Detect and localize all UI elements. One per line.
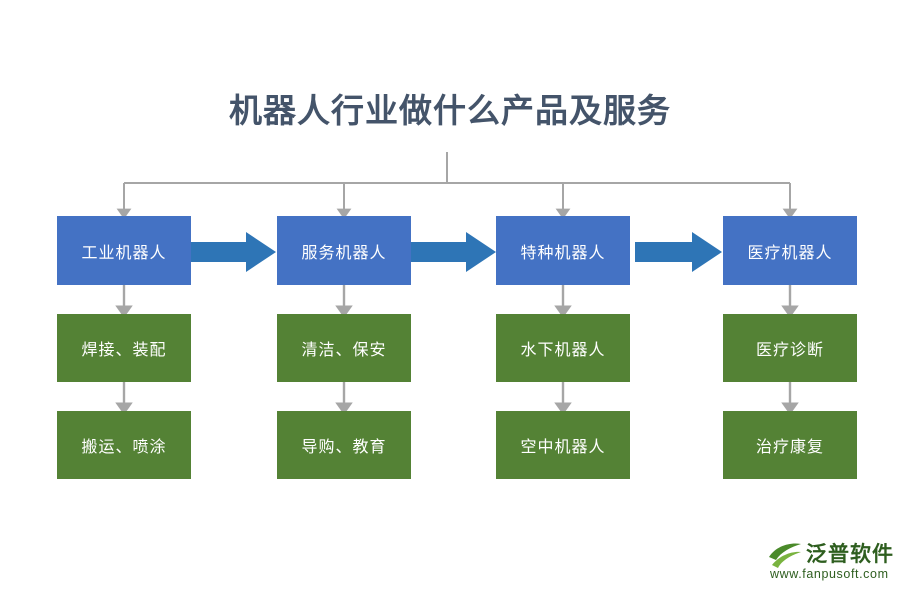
node-item-2-1[interactable]: 清洁、保安 <box>277 314 411 382</box>
vertical-arrows <box>115 285 799 415</box>
node-item-2-1-label: 清洁、保安 <box>301 342 387 359</box>
node-item-2-2-label: 导购、教育 <box>301 439 387 456</box>
node-item-2-2[interactable]: 导购、教育 <box>277 411 411 479</box>
node-head-2[interactable]: 服务机器人 <box>277 216 411 285</box>
node-item-1-2[interactable]: 搬运、喷涂 <box>57 411 191 479</box>
node-item-3-1[interactable]: 水下机器人 <box>496 314 630 382</box>
horizontal-block-arrows <box>189 232 722 272</box>
node-item-4-1[interactable]: 医疗诊断 <box>723 314 857 382</box>
node-head-1[interactable]: 工业机器人 <box>57 216 191 285</box>
node-item-1-1[interactable]: 焊接、装配 <box>57 314 191 382</box>
node-head-3[interactable]: 特种机器人 <box>496 216 630 285</box>
node-item-3-1-label: 水下机器人 <box>520 342 606 359</box>
node-head-1-label: 工业机器人 <box>81 244 167 262</box>
node-head-2-label: 服务机器人 <box>301 244 387 262</box>
node-head-4-label: 医疗机器人 <box>747 244 833 262</box>
node-head-4[interactable]: 医疗机器人 <box>723 216 857 285</box>
node-item-4-1-label: 医疗诊断 <box>755 342 824 359</box>
node-item-1-1-label: 焊接、装配 <box>81 342 167 359</box>
brand-url: www.fanpusoft.com <box>770 567 889 581</box>
node-item-1-2-label: 搬运、喷涂 <box>81 439 167 456</box>
node-head-3-label: 特种机器人 <box>520 244 606 262</box>
node-item-4-2-label: 治疗康复 <box>755 439 824 456</box>
node-item-3-2[interactable]: 空中机器人 <box>496 411 630 479</box>
brand-name: 泛普软件 <box>806 543 894 566</box>
bracket-connector <box>116 152 798 219</box>
brand-logo: 泛普软件 www.fanpusoft.com <box>768 538 893 590</box>
brand-mark-icon <box>769 543 801 568</box>
node-item-3-2-label: 空中机器人 <box>520 439 606 456</box>
diagram-title: 机器人行业做什么产品及服务 <box>229 92 671 129</box>
node-item-4-2[interactable]: 治疗康复 <box>723 411 857 479</box>
